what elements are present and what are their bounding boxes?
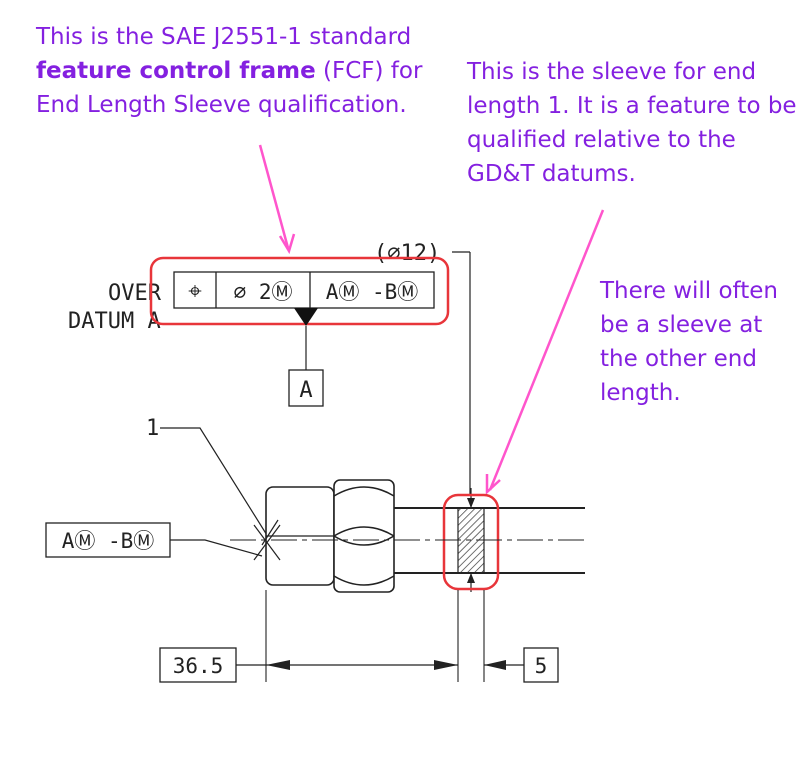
datum-reference-leader <box>170 539 263 557</box>
dimension-sleeve-box <box>523 647 559 683</box>
fcf-annotation-text-end: (FCF) for End Length Sleeve qualificatio… <box>36 58 423 118</box>
fcf-tolerance: ∅ 2Ⓜ <box>234 280 293 304</box>
datum-x-mark-3 <box>261 519 279 546</box>
fcf-pointer-arrow <box>258 144 296 255</box>
datum-reference-box <box>45 522 171 558</box>
fcf-annotation-bold: feature control frame <box>36 58 316 84</box>
datum-feature-letter: A <box>299 378 312 403</box>
fcf-annotation-text: This is the SAE J2551-1 standard <box>36 24 412 50</box>
sleeve-top-arrowhead <box>467 498 475 508</box>
dimension-sleeve-value: 5 <box>535 654 548 678</box>
dimension-sleeve-arrow <box>484 660 506 670</box>
diameter-reference: (∅12) <box>374 241 440 266</box>
datum-feature-box <box>288 369 324 407</box>
fcf-annotation: This is the SAE J2551-1 standard feature… <box>36 20 436 122</box>
sleeve-pointer-arrow <box>485 209 605 495</box>
sleeve-bottom-arrowhead <box>467 573 475 583</box>
over-label: OVER <box>108 281 162 306</box>
position-symbol: ⌖ <box>188 277 202 305</box>
datum-reference-text: AⓂ -BⓂ <box>62 529 155 553</box>
dimension-extension-lines <box>265 590 485 682</box>
datum-triangle <box>294 308 318 326</box>
dimension-length-arrow-right <box>434 660 458 670</box>
other-end-annotation: There will often be a sleeve at the othe… <box>600 278 778 406</box>
datum-label: DATUM A <box>68 309 161 334</box>
fitting-nut <box>265 486 335 586</box>
fcf-highlight <box>149 256 450 326</box>
balloon-leader <box>160 427 271 541</box>
tube <box>394 507 585 574</box>
fcf-datums: AⓂ -BⓂ <box>326 280 419 304</box>
fitting-hex <box>333 479 395 593</box>
feature-control-frame: ⌖ ∅ 2Ⓜ AⓂ -BⓂ <box>173 271 435 309</box>
sleeve-highlight <box>442 493 500 591</box>
dimension-length-value: 36.5 <box>173 654 224 678</box>
datum-x-mark-2 <box>253 524 281 561</box>
sleeve-annotation: This is the sleeve for end length 1. It … <box>467 59 797 187</box>
dimension-length-box <box>159 647 237 683</box>
dimension-length-arrow-left <box>266 660 290 670</box>
balloon-number: 1 <box>146 416 159 441</box>
